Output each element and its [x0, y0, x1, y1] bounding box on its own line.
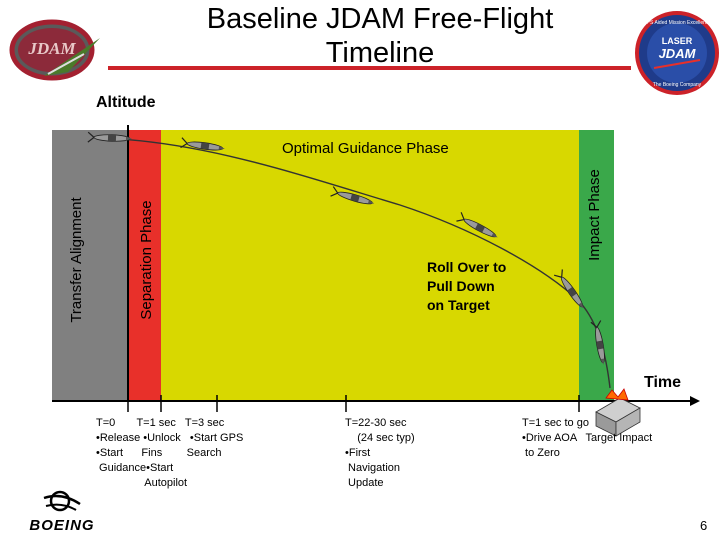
laser-jdam-logo-main: JDAM — [659, 46, 697, 61]
altitude-axis-label: Altitude — [96, 94, 156, 111]
bomb-separation — [179, 137, 227, 155]
navigation-update-note: T=22-30 sec (24 sec typ) •First Navigati… — [345, 417, 415, 489]
laser-jdam-logo-ring: GPS Aided Mission Excellence — [643, 20, 712, 26]
page-number: 6 — [700, 518, 708, 533]
roll-over-annotation: Roll Over to Pull Down on Target — [427, 259, 507, 313]
boeing-symbol-icon — [43, 490, 81, 512]
impact-timeline-note: T=1 sec to go •Drive AOA Target Impact t… — [522, 417, 653, 459]
jdam-logo-left-text: JDAM — [27, 39, 76, 58]
jdam-logo-left: JDAM — [9, 19, 100, 81]
transfer-alignment-band — [52, 130, 128, 400]
impact-phase-band — [579, 130, 614, 400]
laser-jdam-logo-laser: LASER — [662, 36, 693, 46]
boeing-wordmark: BOEING — [29, 517, 94, 534]
title-underline — [108, 66, 631, 70]
release-timeline-note: T=0 T=1 sec T=3 sec •Release •Unlock •St… — [96, 417, 244, 489]
time-axis-label: Time — [644, 374, 682, 391]
laser-jdam-logo: GPS Aided Mission Excellence LASER JDAM … — [635, 11, 719, 95]
target-building — [595, 388, 641, 437]
slide-title: Baseline JDAM Free-Flight Timeline — [206, 3, 554, 69]
bomb-guidance-1 — [329, 185, 377, 209]
trajectory-curve — [95, 137, 611, 389]
boeing-logo: BOEING — [29, 490, 94, 534]
bomb-rollover — [553, 268, 589, 312]
time-axis-arrow — [690, 396, 700, 406]
optimal-guidance-label: Optimal Guidance Phase — [282, 140, 449, 157]
laser-jdam-logo-company: The Boeing Company — [653, 82, 702, 88]
bomb-guidance-2 — [455, 211, 501, 243]
optimal-guidance-band — [161, 130, 579, 400]
separation-phase-band — [128, 130, 161, 400]
bomb-release — [87, 131, 133, 145]
